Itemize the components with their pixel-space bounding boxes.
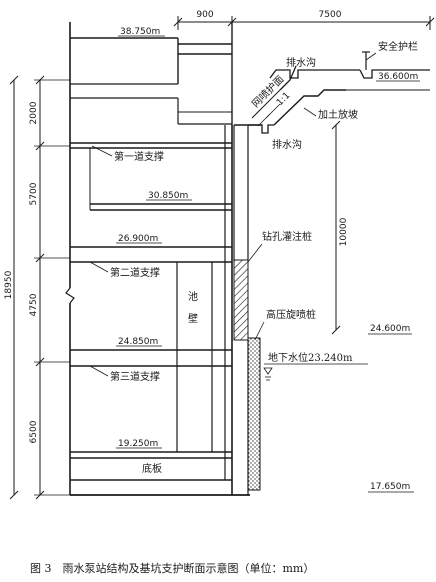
callouts: 安全护栏 排水沟 网喷护面 1:1 加土放坡 排水沟 第一道支撑 第二道支撑 第… bbox=[89, 40, 418, 475]
label-pool-wall: 池壁 bbox=[188, 290, 198, 325]
label-soil-slope: 加土放坡 bbox=[318, 108, 358, 121]
dim-4750: 4750 bbox=[29, 293, 39, 316]
label-slope-ratio: 1:1 bbox=[275, 91, 292, 108]
elev-24600: 24.600m bbox=[370, 324, 410, 334]
label-pool-wall-char: 池 bbox=[188, 290, 198, 303]
label-bored-pile: 钻孔灌注桩 bbox=[262, 230, 312, 243]
elev-24850: 24.850m bbox=[118, 337, 158, 347]
left-dimensions: 18950 2000 5700 4750 6500 bbox=[4, 75, 70, 500]
label-strut-1: 第一道支撑 bbox=[114, 150, 164, 163]
dim-total-18950: 18950 bbox=[4, 270, 14, 299]
label-drain-bottom: 排水沟 bbox=[272, 138, 302, 151]
figure-caption: 图 3 雨水泵站结构及基坑支护断面示意图（单位：mm） bbox=[30, 561, 314, 575]
jet-grout-pile bbox=[247, 337, 261, 491]
excavation-slope bbox=[248, 51, 430, 134]
elev-36600: 36.600m bbox=[378, 72, 418, 82]
label-strut-3: 第三道支撑 bbox=[110, 370, 160, 383]
label-base-slab: 底板 bbox=[142, 462, 162, 475]
elev-17650: 17.650m bbox=[370, 482, 410, 492]
groundwater-level: 地下水位23.240m bbox=[263, 351, 368, 381]
dim-5700: 5700 bbox=[29, 182, 39, 205]
right-dimension: 10000 bbox=[331, 120, 349, 335]
groundwater-label: 地下水位23.240m bbox=[268, 351, 353, 364]
dim-900: 900 bbox=[196, 10, 213, 20]
dim-2000: 2000 bbox=[29, 101, 39, 124]
top-dimension: 900 7500 bbox=[173, 10, 435, 30]
dim-7500: 7500 bbox=[319, 10, 342, 20]
label-guardrail: 安全护栏 bbox=[378, 40, 418, 53]
label-pool-wall-char: 壁 bbox=[188, 312, 198, 325]
elevation-labels: 38.750m 36.600m 30.850m 26.900m 24.850m … bbox=[116, 27, 420, 493]
elev-38750: 38.750m bbox=[120, 27, 160, 37]
retaining-piles bbox=[233, 124, 262, 495]
pump-station-structure bbox=[65, 22, 250, 496]
label-strut-2: 第二道支撑 bbox=[110, 266, 160, 279]
label-jet-grout: 高压旋喷桩 bbox=[266, 308, 316, 321]
elev-26900: 26.900m bbox=[118, 234, 158, 244]
dim-6500: 6500 bbox=[29, 420, 39, 443]
elev-30850: 30.850m bbox=[148, 191, 188, 201]
dim-10000: 10000 bbox=[339, 217, 349, 246]
elev-19250: 19.250m bbox=[118, 439, 158, 449]
bored-pile bbox=[233, 259, 249, 341]
label-drain-top: 排水沟 bbox=[286, 56, 316, 69]
